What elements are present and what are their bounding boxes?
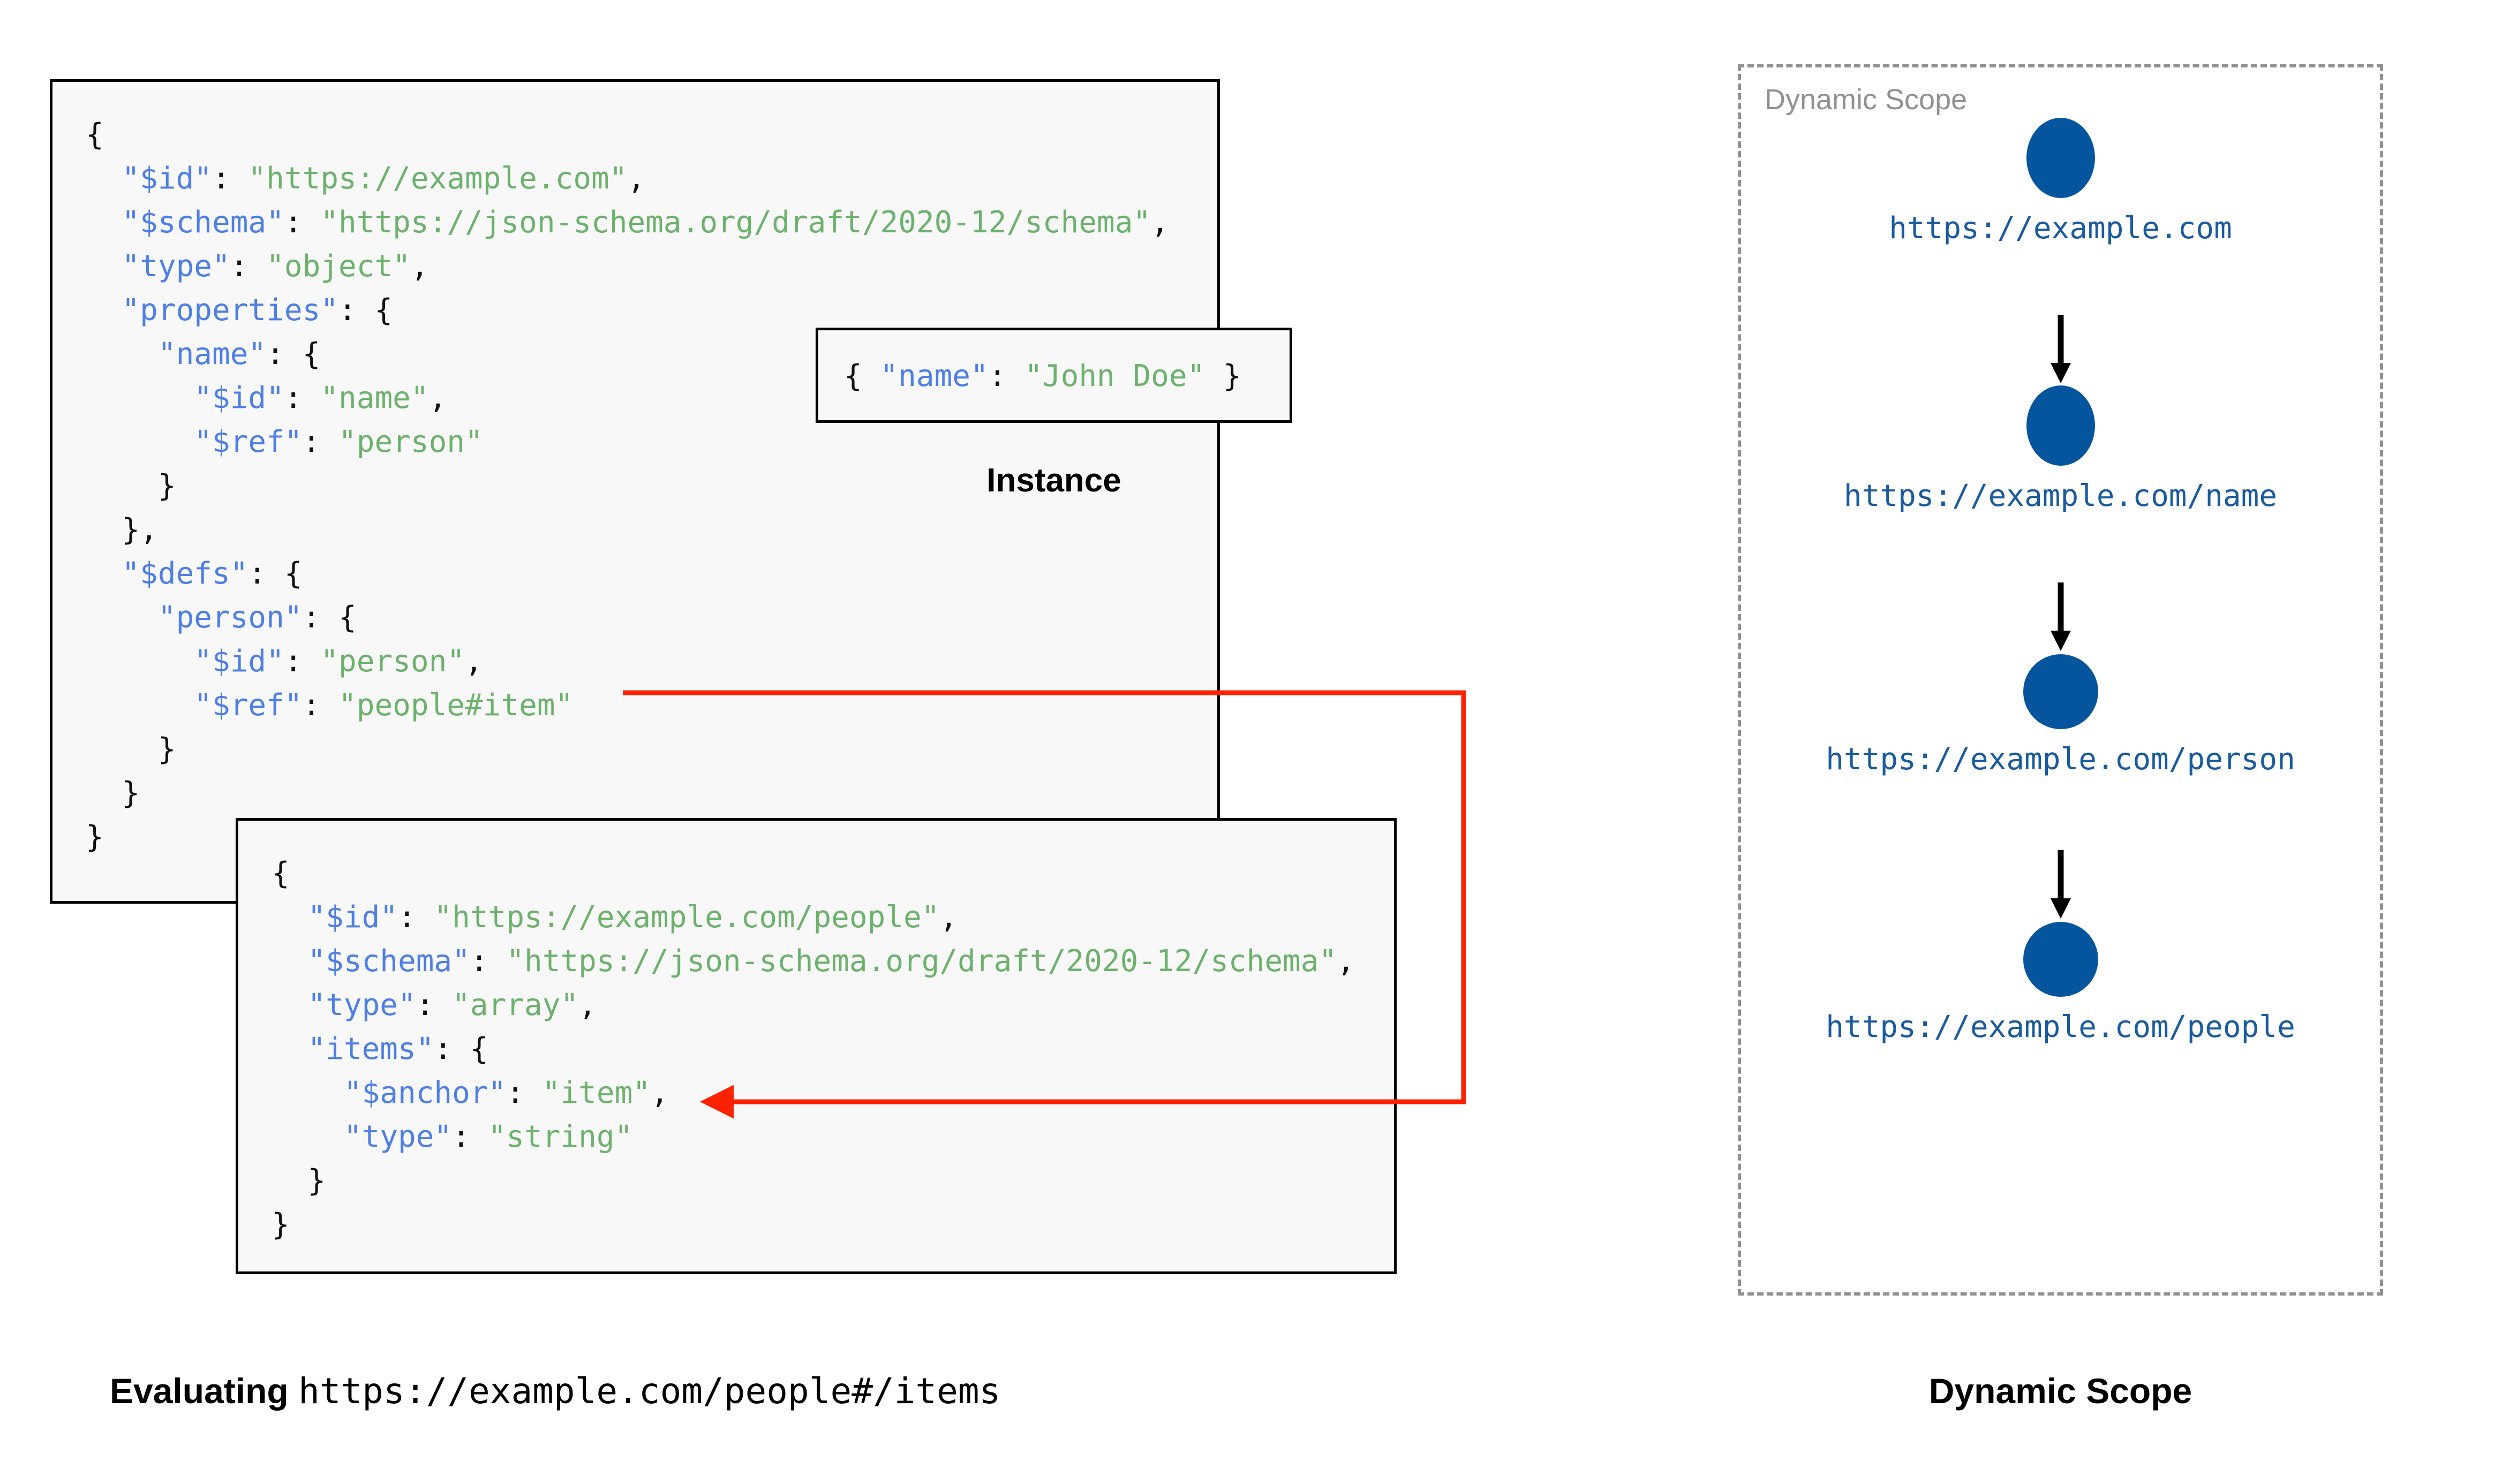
code-token: : — [416, 988, 453, 1023]
code-token: } — [86, 732, 176, 767]
code-token: "https://json-schema.org/draft/2020-12/s… — [506, 944, 1337, 979]
scope-node-1: https://example.com/name — [1738, 385, 2383, 513]
code-token: : — [212, 161, 248, 196]
people-schema-box: { "$id": "https://example.com/people", "… — [236, 818, 1397, 1274]
scope-node-url: https://example.com/name — [1843, 479, 2278, 513]
code-token: : — [398, 900, 434, 935]
scope-node-circle-icon — [2023, 922, 2098, 997]
code-token: { — [272, 856, 290, 891]
code-token: , — [465, 644, 483, 679]
code-token: } — [86, 776, 140, 811]
code-token: : — [506, 1076, 542, 1110]
code-token: , — [428, 381, 447, 415]
code-token: , — [1337, 944, 1355, 979]
code-token: "$ref" — [86, 688, 303, 723]
scope-arrow-2-icon — [1738, 850, 2383, 922]
dynamic-scope-panel-label: Dynamic Scope — [1765, 84, 1968, 116]
code-token: "$ref" — [86, 425, 303, 459]
code-token: : — [284, 205, 321, 240]
scope-node-url: https://example.com/person — [1826, 742, 2295, 777]
code-token: "people#item" — [338, 688, 574, 723]
code-token: : — [284, 644, 321, 679]
code-token: , — [627, 161, 646, 196]
code-token: "item" — [542, 1076, 651, 1110]
code-token: "name" — [86, 337, 267, 372]
code-token: "https://example.com/people" — [434, 900, 940, 935]
code-token: "name" — [320, 381, 429, 415]
evaluating-label: Evaluating — [110, 1371, 289, 1411]
code-token: , — [410, 249, 429, 284]
scope-node-circle-icon — [2026, 385, 2095, 466]
code-token: "$id" — [272, 900, 398, 935]
code-token: "object" — [266, 249, 411, 284]
code-token: : — [284, 381, 321, 415]
code-token: : { — [338, 293, 393, 328]
instance-caption: Instance — [986, 462, 1121, 499]
code-token: : { — [302, 600, 357, 635]
code-token: } — [86, 820, 104, 854]
code-token: : — [470, 944, 507, 979]
code-token: }, — [86, 512, 158, 547]
code-token: "$anchor" — [272, 1076, 507, 1110]
people-schema-code: { "$id": "https://example.com/people", "… — [272, 852, 1355, 1247]
code-token: "type" — [272, 1119, 453, 1154]
code-token: "array" — [452, 988, 579, 1023]
code-token: "person" — [86, 600, 303, 635]
code-token: "items" — [272, 1032, 434, 1066]
code-token: "$schema" — [86, 205, 284, 240]
code-token: } — [272, 1207, 290, 1242]
scope-arrow-1-icon — [1738, 582, 2383, 655]
code-token: : — [988, 359, 1025, 393]
dynamic-scope-panel — [1738, 64, 2383, 1296]
code-token: , — [939, 900, 958, 935]
code-token: "string" — [488, 1119, 633, 1154]
instance-box: { "name": "John Doe" } — [816, 328, 1292, 423]
code-token: "type" — [86, 249, 230, 284]
instance-code: { "name": "John Doe" } — [844, 354, 1241, 398]
code-token: : { — [434, 1032, 488, 1066]
code-token: , — [1151, 205, 1169, 240]
scope-node-0: https://example.com — [1738, 118, 2383, 246]
dynamic-scope-caption: Dynamic Scope — [1928, 1371, 2192, 1411]
code-token: : — [302, 688, 339, 723]
root-schema-code: { "$id": "https://example.com", "$schema… — [86, 113, 1169, 859]
code-token: "$id" — [86, 161, 213, 196]
code-token: , — [578, 988, 597, 1023]
code-token: { — [844, 359, 880, 393]
code-token: : — [230, 249, 267, 284]
code-token: "person" — [320, 644, 465, 679]
code-token: "https://json-schema.org/draft/2020-12/s… — [320, 205, 1151, 240]
code-token: "$id" — [86, 644, 284, 679]
scope-node-url: https://example.com — [1889, 211, 2232, 246]
code-token: "type" — [272, 988, 416, 1023]
code-token: : { — [248, 556, 303, 591]
code-token: : — [452, 1119, 488, 1154]
code-token: } — [86, 468, 176, 503]
code-token: } — [272, 1163, 326, 1198]
scope-arrow-0-icon — [1738, 315, 2383, 387]
code-token: : — [302, 425, 339, 459]
scope-node-2: https://example.com/person — [1738, 654, 2383, 777]
code-token: "name" — [880, 359, 989, 393]
code-token: "https://example.com" — [248, 161, 628, 196]
code-token: , — [651, 1076, 669, 1110]
scope-node-3: https://example.com/people — [1738, 922, 2383, 1044]
evaluating-caption: Evaluating https://example.com/people#/i… — [110, 1371, 1000, 1412]
code-token: "$schema" — [272, 944, 470, 979]
scope-node-circle-icon — [2026, 118, 2095, 198]
code-token: "$defs" — [86, 556, 248, 591]
code-token: "properties" — [86, 293, 339, 328]
code-token: : { — [266, 337, 321, 372]
scope-node-circle-icon — [2023, 654, 2098, 729]
evaluating-url: https://example.com/people#/items — [298, 1371, 1001, 1412]
code-token: { — [86, 117, 104, 152]
code-token: "person" — [338, 425, 483, 459]
code-token: "John Doe" — [1024, 359, 1205, 393]
code-token: "$id" — [86, 381, 284, 415]
scope-node-url: https://example.com/people — [1826, 1010, 2295, 1044]
code-token: } — [1205, 359, 1241, 393]
